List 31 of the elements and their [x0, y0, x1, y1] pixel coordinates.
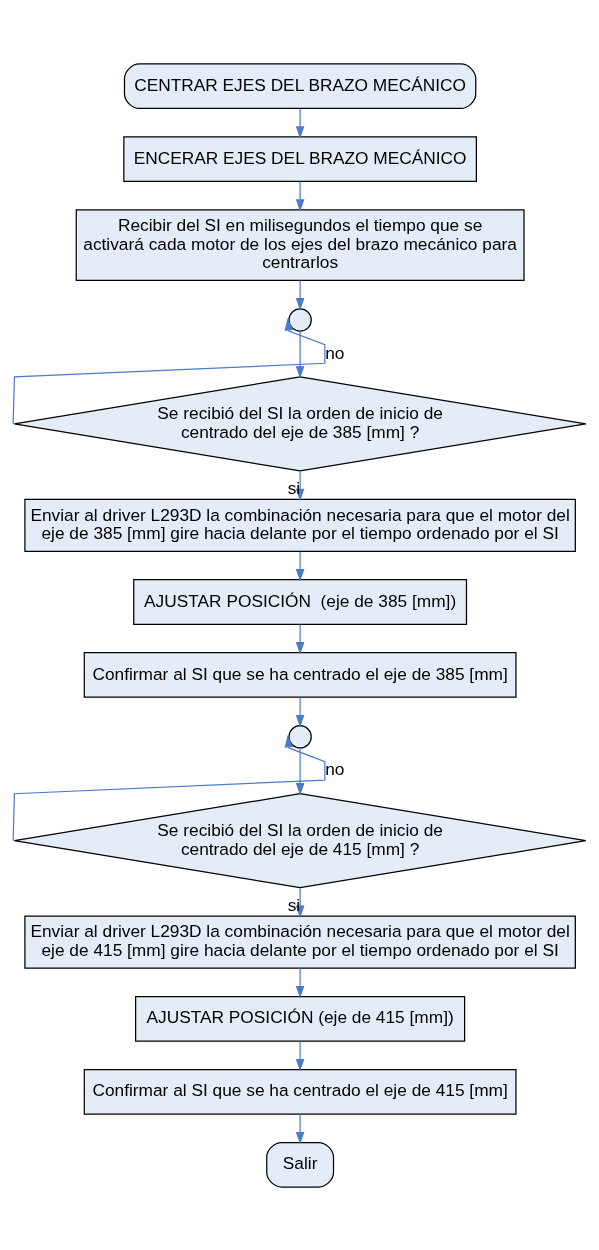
node-box: Enviar al driver L293D la combinación necesaria para que el motor del eje de 385 [mm] gire hacia delante por el tiempo ordenado por el SI — [24, 498, 576, 552]
arrow — [295, 1113, 305, 1144]
node-box: Confirmar al SI que se ha centrado el eje de 415 [mm] — [83, 1068, 517, 1115]
arrow — [295, 967, 305, 998]
node-box: CENTRAR EJES DEL BRAZO MECÁNICO — [123, 62, 477, 109]
node-box: AJUSTAR POSICIÓN (eje de 415 [mm]) — [135, 995, 466, 1042]
node-box: ENCERAR EJES DEL BRAZO MECÁNICO — [123, 135, 477, 182]
edge-label: no — [325, 342, 345, 363]
node-box: Recibir del SI en milisegundos el tiempo que se activará cada motor de los ejes del brazo mecánico para centrarlos — [75, 208, 525, 281]
arrow — [295, 330, 305, 379]
node-diamond: Se recibió del SI la orden de inicio de centrado del eje de 385 [mm] ? — [13, 375, 587, 471]
node-box: AJUSTAR POSICIÓN (eje de 385 [mm]) — [133, 578, 468, 625]
arrow — [295, 550, 305, 581]
arrow — [295, 180, 305, 212]
node-box: Salir — [266, 1141, 335, 1188]
arrow — [295, 747, 305, 795]
edge-label: no — [325, 758, 345, 779]
arrow — [12, 734, 326, 841]
arrow — [295, 623, 305, 654]
node-circle — [288, 307, 312, 332]
node-diamond: Se recibió del SI la orden de inicio de centrado del eje de 415 [mm] ? — [13, 792, 587, 888]
arrow — [295, 696, 305, 727]
edge-label: si — [287, 477, 301, 498]
node-box: Confirmar al SI que se ha centrado el eje de 385 [mm] — [83, 651, 517, 698]
node-circle — [288, 724, 312, 749]
arrow — [295, 279, 305, 310]
arrow — [295, 107, 305, 139]
arrow — [295, 1040, 305, 1071]
arrow — [12, 317, 326, 424]
edge-label: si — [287, 894, 301, 915]
node-box: Enviar al driver L293D la combinación necesaria para que el motor del eje de 415 [mm] gire hacia delante por el tiempo ordenado por el SI — [24, 915, 576, 969]
